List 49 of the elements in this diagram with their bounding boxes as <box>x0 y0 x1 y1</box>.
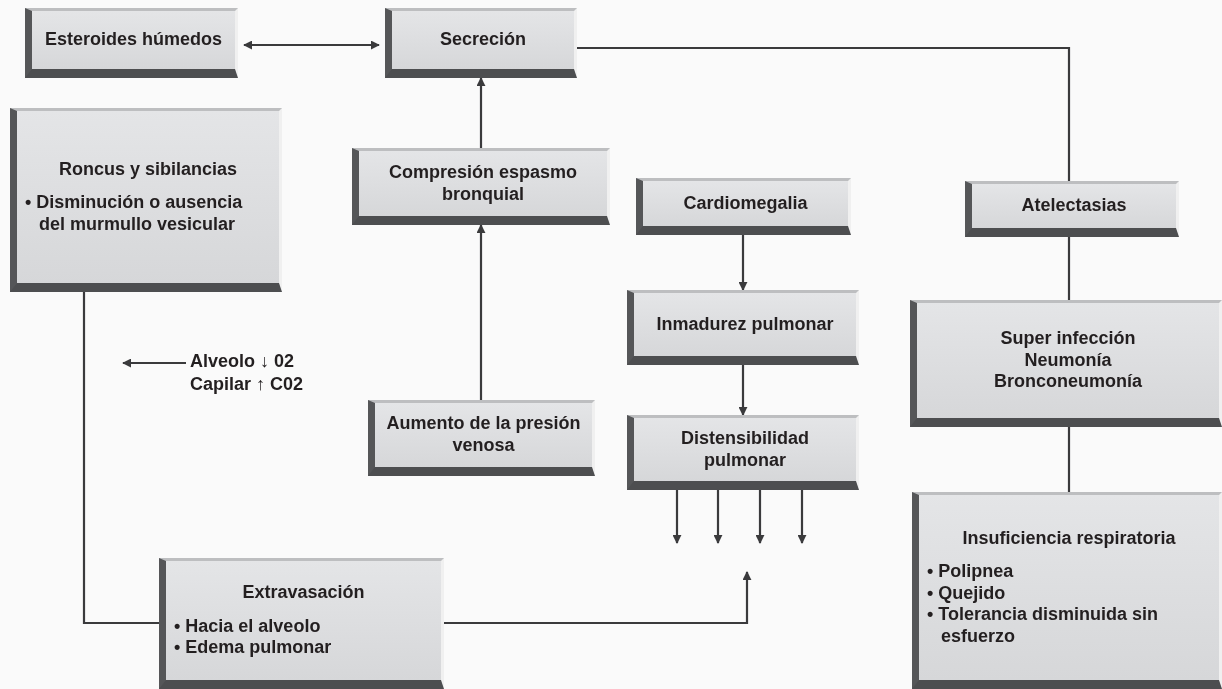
note-text: Capilar ↑ C02 <box>190 372 305 395</box>
process-box <box>965 181 1179 237</box>
node-text: Atelectasias <box>1020 195 1128 217</box>
bullet-item: • Polipnea <box>927 561 1015 583</box>
process-box <box>368 400 595 476</box>
node-text: Super infección <box>999 328 1137 350</box>
process-box <box>910 300 1222 427</box>
process-box <box>25 8 238 78</box>
arrow <box>243 40 380 50</box>
process-box <box>10 108 282 292</box>
arrow <box>476 224 486 400</box>
node-text: Aumento de la presión venosa <box>385 413 582 457</box>
arrow <box>672 490 682 544</box>
bullet-item: • Edema pulmonar <box>174 637 333 659</box>
arrow <box>755 490 765 544</box>
process-box <box>636 178 851 235</box>
node-text: Cardiomegalia <box>682 192 809 215</box>
note-text: Alveolo ↓ 02 <box>190 350 296 373</box>
node-text: Roncus y sibilancias <box>57 158 239 181</box>
node-text: Bronconeumonía <box>993 371 1143 393</box>
arrow <box>797 490 807 544</box>
arrow <box>713 490 723 544</box>
node-text: Compresión espasmo bronquial <box>387 161 579 206</box>
process-box <box>352 148 610 225</box>
node-text: Secreción <box>438 29 527 51</box>
node-text: Insuficiencia respiratoria <box>961 527 1177 550</box>
process-box <box>159 558 444 689</box>
bullet-item: • Quejido <box>927 582 1007 605</box>
node-text: Extravasación <box>241 582 366 604</box>
node-text: Esteroides húmedos <box>43 29 223 51</box>
arrow <box>476 77 486 148</box>
process-box <box>385 8 577 78</box>
arrow <box>444 571 752 625</box>
node-text: Neumonía <box>1023 349 1113 372</box>
connector-line <box>82 292 159 625</box>
connector-line <box>577 46 1071 181</box>
bullet-item: • Tolerancia disminuida sin esfuerzo <box>927 604 1160 648</box>
arrow <box>122 358 186 368</box>
connector-line <box>1067 237 1071 300</box>
arrow <box>738 235 748 291</box>
process-box <box>912 492 1222 689</box>
connector-line <box>1067 427 1071 492</box>
process-box <box>627 290 859 365</box>
process-box <box>627 415 859 490</box>
bullet-item: • Hacia el alveolo <box>174 615 322 638</box>
node-text: Inmadurez pulmonar <box>655 313 835 336</box>
node-text: Distensibilidad pulmonar <box>680 427 810 472</box>
bullet-item: • Disminución o ausencia del murmullo vesicular <box>25 192 244 236</box>
arrow <box>738 365 748 416</box>
